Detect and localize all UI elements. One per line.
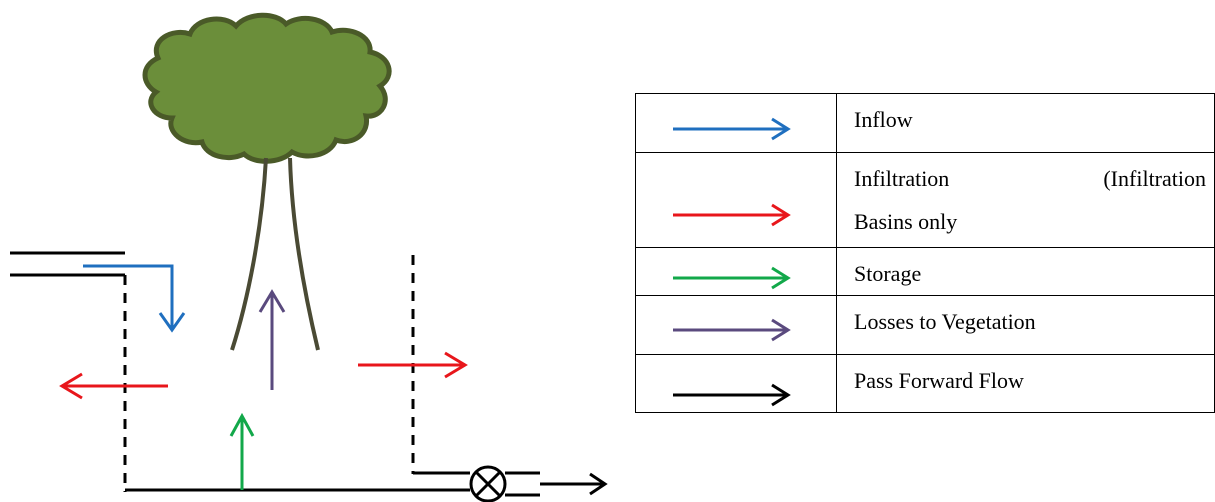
legend-row-vegetation: Losses to Vegetation (635, 295, 1215, 355)
legend-label-infiltration: Infiltration (Infiltration Basins only (836, 152, 1215, 248)
legend-row-storage: Storage (635, 247, 1215, 296)
infiltration-legend-arrow (673, 203, 791, 227)
legend-label-infiltration-line2: Basins only (854, 209, 958, 234)
inlet-pipe (10, 251, 125, 277)
legend-label-infiltration-a: Infiltration (854, 166, 950, 191)
infiltration-arrow-left (59, 372, 168, 400)
infiltration-arrow-right (358, 351, 468, 379)
legend-label-vegetation: Losses to Vegetation (836, 295, 1215, 355)
storage-legend-arrow (673, 266, 791, 290)
storage-arrow (229, 412, 255, 490)
legend-label-pass-forward: Pass Forward Flow (836, 354, 1215, 413)
legend-symbol-inflow (635, 93, 837, 153)
tree-trunk-right (288, 157, 320, 351)
legend-symbol-infiltration (635, 152, 837, 248)
legend-symbol-pass-forward (635, 354, 837, 413)
inflow-legend-arrow (673, 117, 791, 141)
legend-label-infiltration-b: (Infiltration (1103, 166, 1206, 191)
tree-trunk-left (230, 157, 268, 351)
legend-symbol-storage (635, 247, 837, 296)
pass-forward-legend-arrow (673, 383, 791, 407)
vegetation-legend-arrow (673, 318, 791, 342)
valve-icon (469, 465, 507, 502)
legend-table: Inflow Infiltration (Infiltration Basins… (635, 93, 1215, 413)
legend-row-infiltration: Infiltration (Infiltration Basins only (635, 152, 1215, 248)
tree-icon (142, 12, 392, 351)
tree-canopy (142, 12, 392, 164)
vegetation-arrow (258, 289, 286, 390)
legend-row-pass-forward: Pass Forward Flow (635, 354, 1215, 413)
legend-symbol-vegetation (635, 295, 837, 355)
inflow-arrow (83, 264, 186, 333)
legend-label-storage: Storage (836, 247, 1215, 296)
legend-row-inflow: Inflow (635, 93, 1215, 153)
legend-label-inflow: Inflow (836, 93, 1215, 153)
pass-forward-arrow (540, 472, 608, 496)
